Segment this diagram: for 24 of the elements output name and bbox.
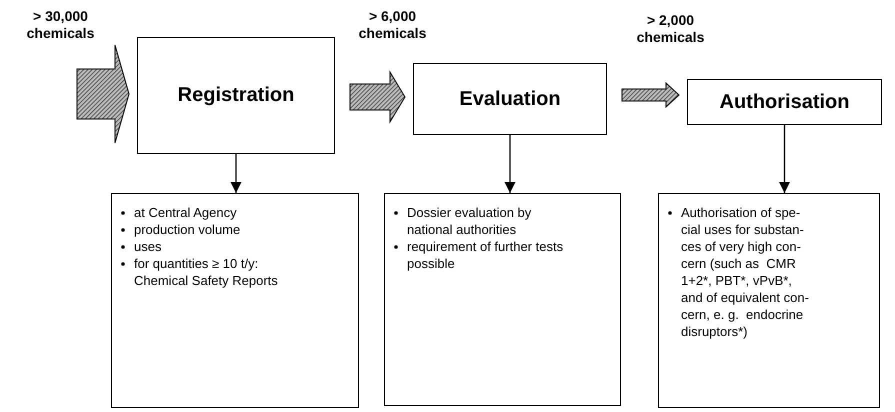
block-arrow xyxy=(76,44,130,144)
stage-title: Registration xyxy=(178,84,294,107)
bullet-text: uses xyxy=(134,238,162,255)
quantity-label: > 6,000 chemicals xyxy=(358,8,428,42)
arrow xyxy=(504,135,516,193)
bullet-text: Authorisation of spe- cial uses for substan- ces of very high con- cern (such as CMR 1+2*, PBT*, vPvB*, and of equivalent con- cern, e. g. endocrine disruptors*) xyxy=(681,204,809,340)
process-box xyxy=(413,63,607,135)
bullet-text: production volume xyxy=(134,221,242,238)
bullet-text: for quantities ≥ 10 t/y: Chemical Safety Reports xyxy=(134,255,279,289)
process-box xyxy=(137,37,335,154)
detail-box xyxy=(384,193,621,406)
stage-title: Evaluation xyxy=(459,88,561,110)
bullet-text: at Central Agency xyxy=(134,204,238,221)
arrow xyxy=(230,154,242,193)
stage-title: Authorisation xyxy=(720,90,850,114)
quantity-label: > 30,000 chemicals xyxy=(26,8,96,42)
quantity-label: > 2,000 chemicals xyxy=(636,12,706,46)
detail-box xyxy=(111,193,359,408)
block-arrow xyxy=(622,82,680,108)
detail-box xyxy=(658,193,880,408)
block-arrow xyxy=(350,70,406,124)
bullet-text: requirement of further tests possible xyxy=(407,238,564,272)
process-box xyxy=(687,79,882,125)
arrow xyxy=(779,125,790,193)
